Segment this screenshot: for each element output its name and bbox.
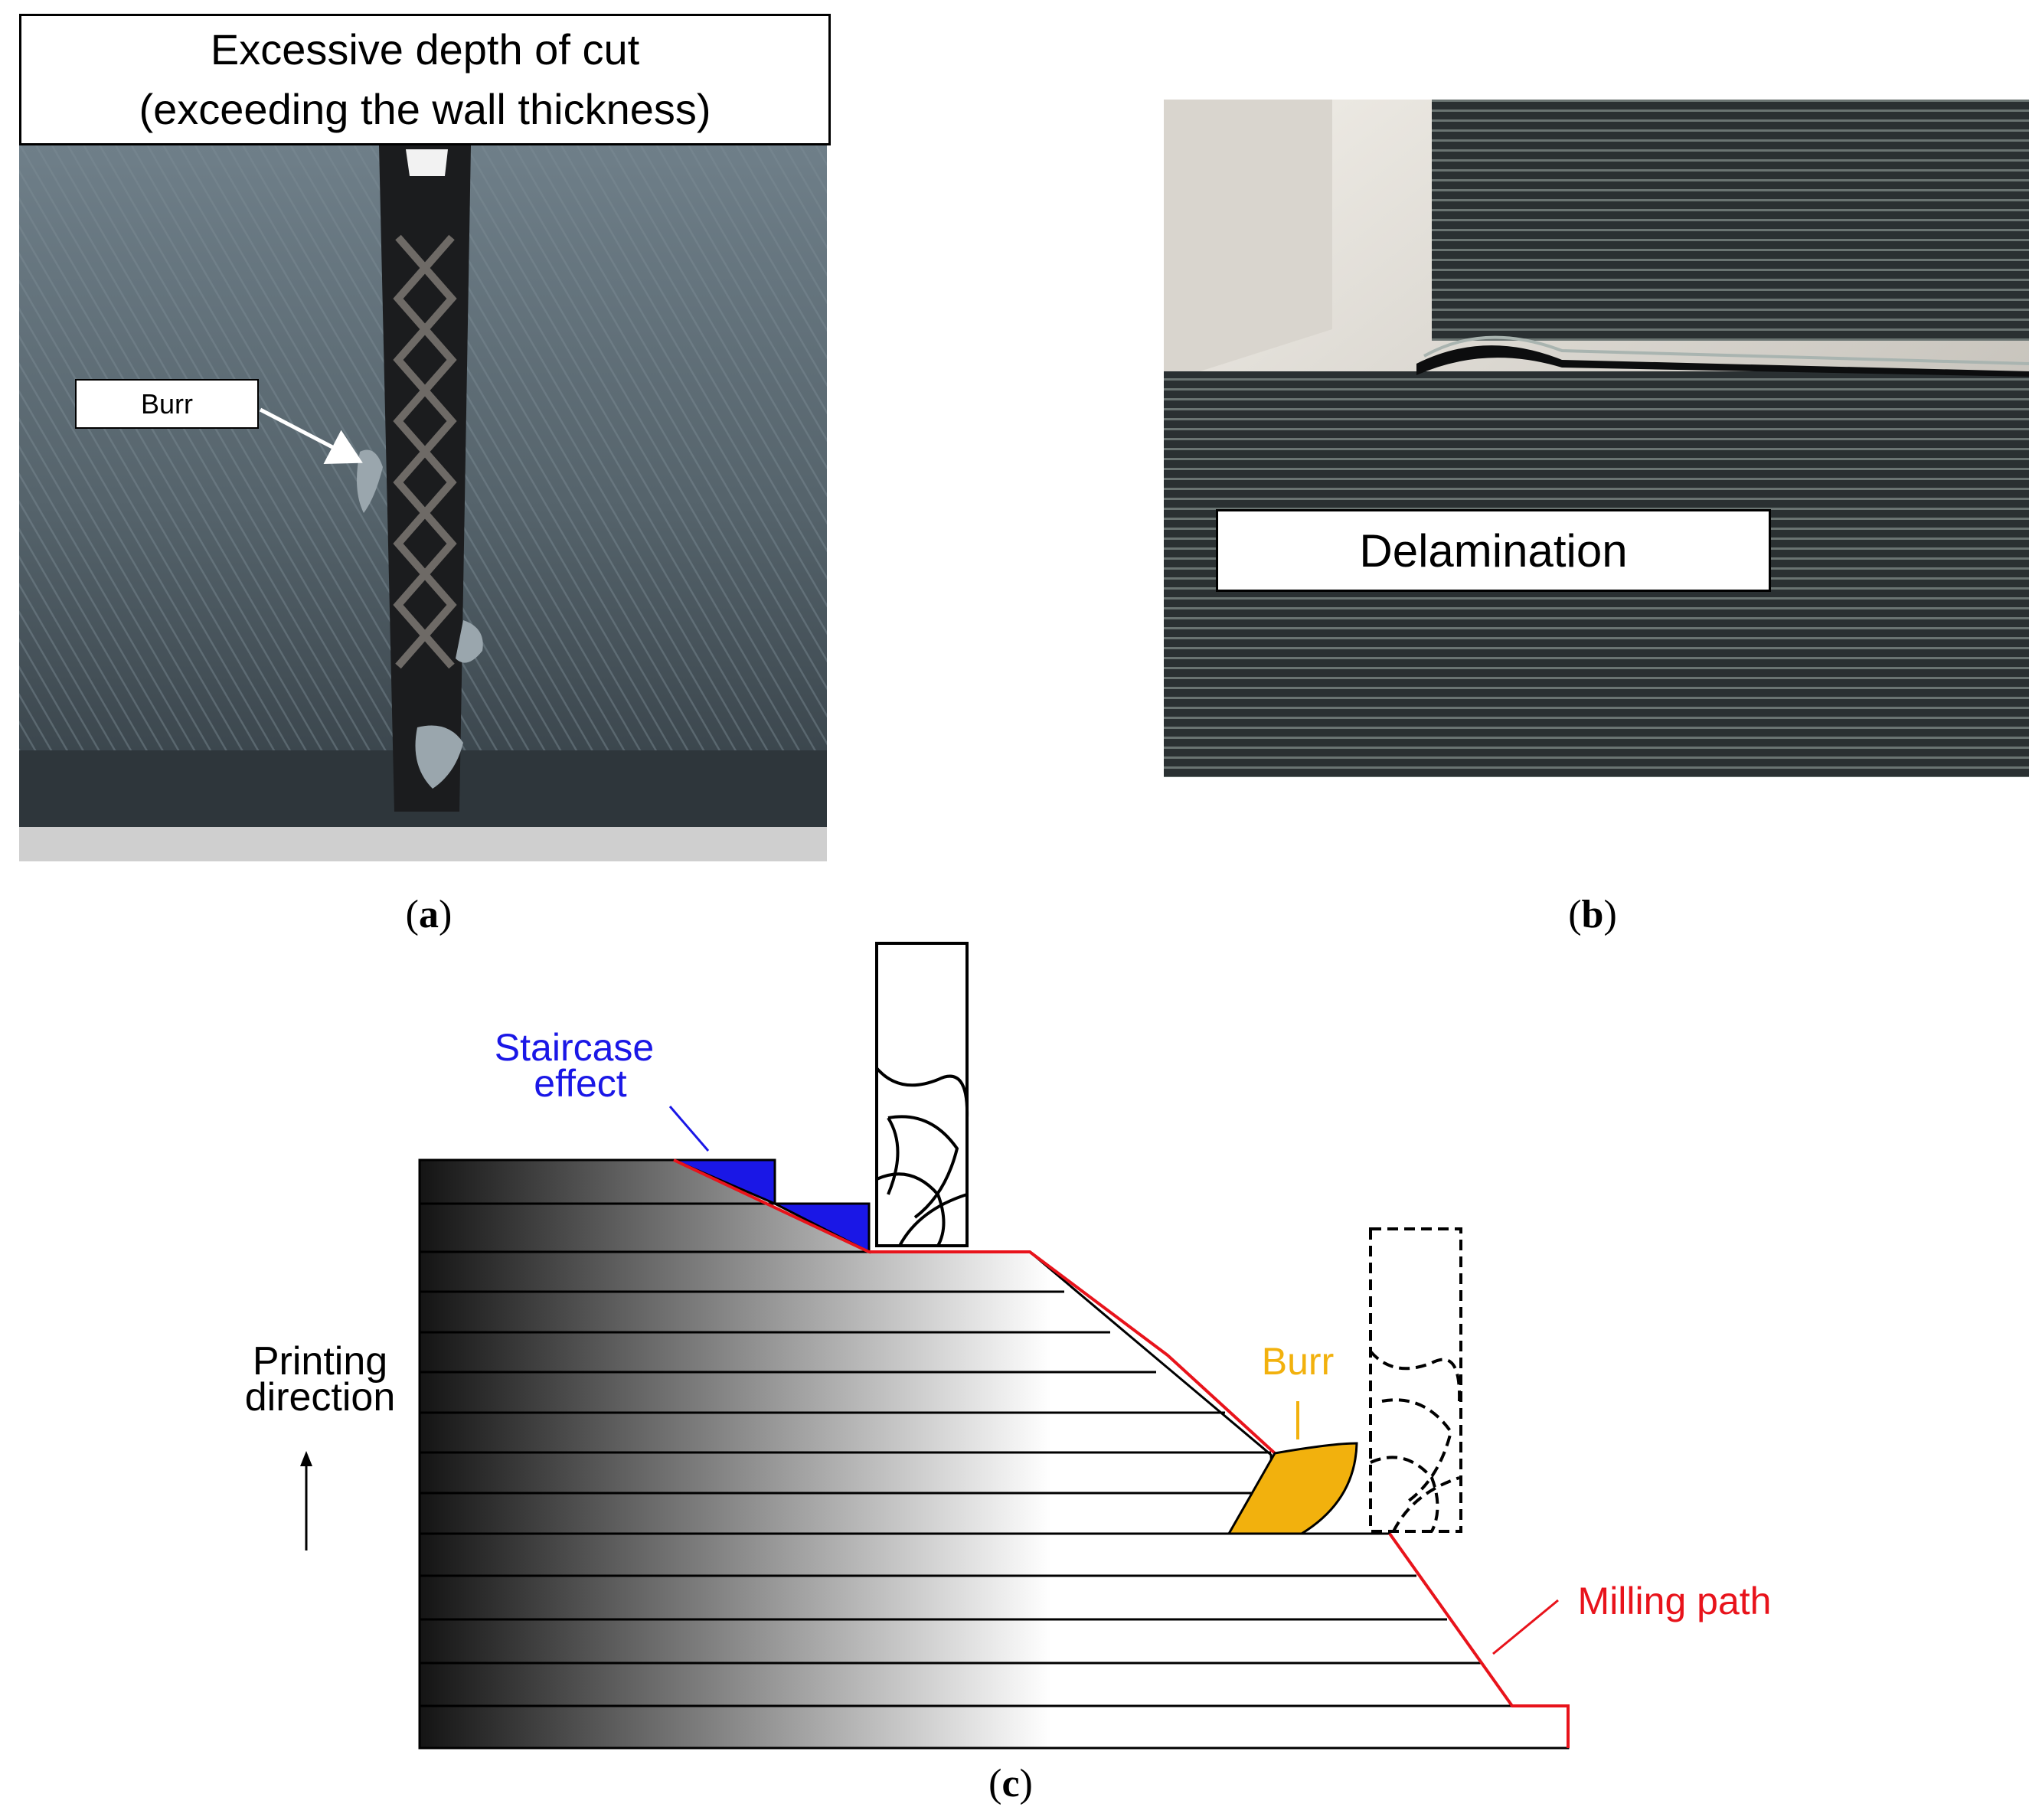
upper-printed-block xyxy=(1432,100,2029,341)
end-mill-body xyxy=(875,942,969,1247)
caption-b: (b) xyxy=(1568,893,1617,936)
dashed-end-mill-body xyxy=(1369,1227,1462,1533)
milling-path-upper xyxy=(673,1158,1276,1455)
end-mill-tool-dashed xyxy=(1369,1227,1462,1533)
caption-a-letter: a xyxy=(419,893,439,936)
panel-a-title-box: Excessive depth of cut (exceeding the wa… xyxy=(19,14,831,145)
burr-label-c: Burr xyxy=(1262,1340,1334,1383)
printing-label-line1: Printing xyxy=(253,1339,387,1384)
infill-lattice xyxy=(393,234,457,669)
staircase-label-line1: Staircase xyxy=(495,1026,654,1069)
caption-c: (c) xyxy=(988,1762,1033,1805)
panel-a-title-line2: (exceeding the wall thickness) xyxy=(139,85,711,133)
layer-lines xyxy=(420,1202,1512,1707)
burr-label-a: Burr xyxy=(140,387,193,420)
staircase-leader xyxy=(668,1106,710,1152)
photo-excessive-depth-of-cut xyxy=(19,145,827,861)
end-mill-flutes xyxy=(875,1067,969,1247)
printing-label-line2: direction xyxy=(245,1375,396,1420)
delamination-gap xyxy=(1416,345,2029,377)
caption-a: (a) xyxy=(405,893,453,936)
photo-a-rendering xyxy=(19,145,827,861)
dashed-end-mill-flutes xyxy=(1369,1350,1462,1532)
lifted-layer-edge xyxy=(1423,335,2029,365)
milling-path-label: Milling path xyxy=(1578,1580,1772,1622)
part-body xyxy=(418,1158,1570,1750)
staircase-label-line2: effect xyxy=(534,1062,626,1105)
printed-layers xyxy=(418,1158,1570,1750)
photo-delamination xyxy=(1164,100,2029,777)
panel-a-title-line1: Excessive depth of cut xyxy=(210,25,640,74)
burr-material xyxy=(357,449,483,789)
milled-slot xyxy=(379,145,471,812)
burr-shape xyxy=(1227,1442,1358,1535)
milling-path-leader xyxy=(1492,1599,1559,1655)
end-mill-tool xyxy=(875,942,969,1247)
slot-through-hole xyxy=(406,149,448,176)
delamination-label-box: Delamination xyxy=(1216,509,1771,592)
background-shadow xyxy=(1164,100,1332,383)
caption-c-letter: c xyxy=(1001,1762,1020,1805)
delamination-label: Delamination xyxy=(1359,524,1628,577)
burr-label-box-a: Burr xyxy=(75,379,259,429)
printing-direction-arrowhead xyxy=(300,1451,312,1466)
photo-b-rendering xyxy=(1164,100,2029,777)
background-table xyxy=(19,827,827,861)
milling-path-lower xyxy=(1388,1532,1570,1748)
caption-b-letter: b xyxy=(1581,893,1604,936)
milling-schematic: Staircase effect Printing direction Burr… xyxy=(245,942,1772,1750)
